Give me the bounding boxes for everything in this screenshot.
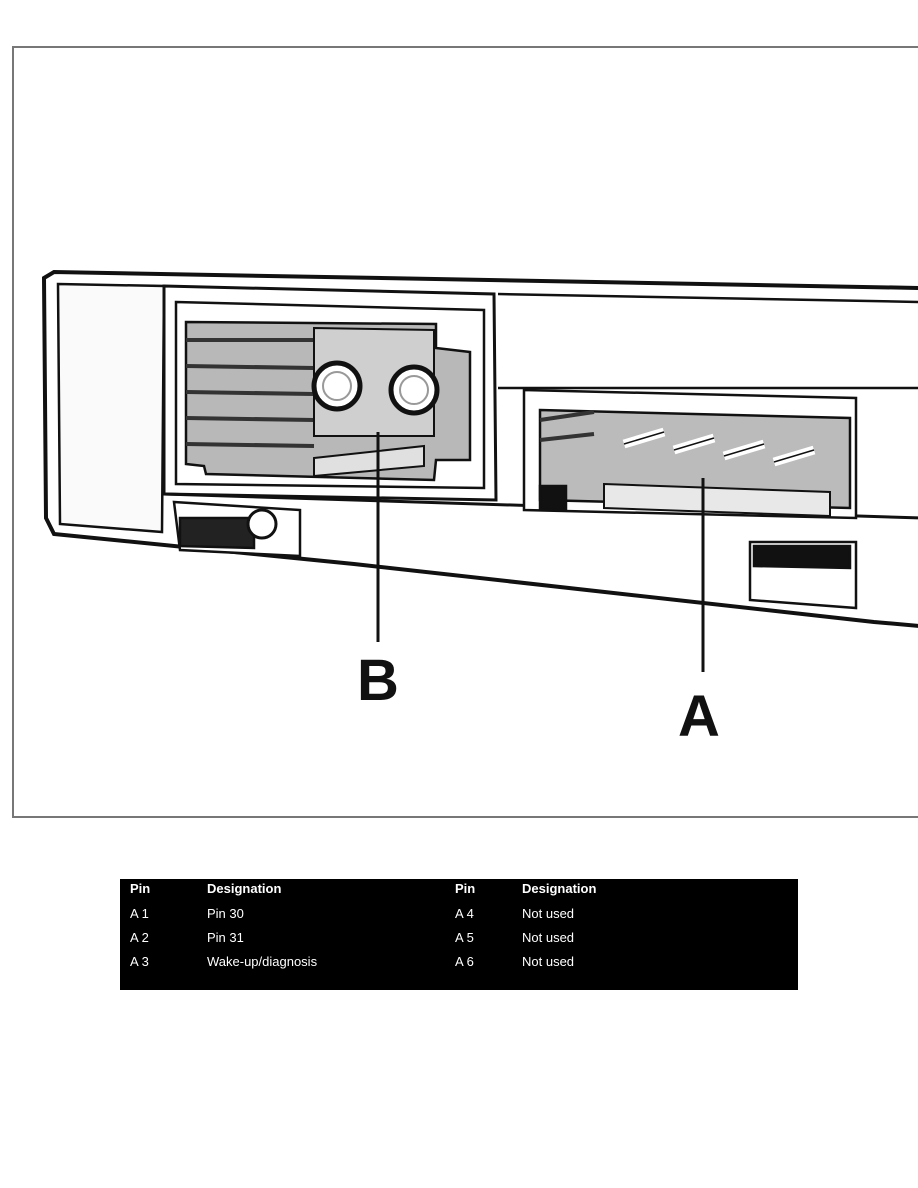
table-cell-designation: Pin 31 — [207, 930, 244, 945]
table-header-designation-right: Designation — [522, 881, 597, 896]
table-cell-pin: A 4 — [455, 906, 474, 921]
callout-a-label: A — [678, 684, 720, 749]
pin-assignment-table: Pin Designation Pin Designation A 1 Pin … — [120, 879, 798, 990]
table-cell-pin: A 3 — [130, 954, 149, 969]
table-cell-pin: A 2 — [130, 930, 149, 945]
callout-b-label: B — [357, 648, 399, 713]
leader-lines — [376, 432, 705, 672]
table-header-designation-left: Designation — [207, 881, 282, 896]
table-cell-designation: Not used — [522, 930, 575, 945]
table-cell-designation: Pin 30 — [207, 906, 244, 921]
table-cell-pin: A 6 — [455, 954, 474, 969]
table-cell-designation: Not used — [522, 954, 575, 969]
connector-drawing — [41, 269, 918, 672]
connector-figure: B A — [12, 46, 918, 818]
mounting-details — [172, 500, 858, 610]
connector-a — [522, 388, 858, 520]
table-cell-pin: A 1 — [130, 906, 149, 921]
table-cell-pin: A 5 — [455, 930, 474, 945]
table-cell-designation: Wake-up/diagnosis — [207, 954, 318, 969]
table-header-pin-left: Pin — [130, 881, 151, 896]
table-header-pin-right: Pin — [455, 881, 476, 896]
table-cell-designation: Not used — [522, 906, 575, 921]
connector-b — [174, 300, 486, 490]
